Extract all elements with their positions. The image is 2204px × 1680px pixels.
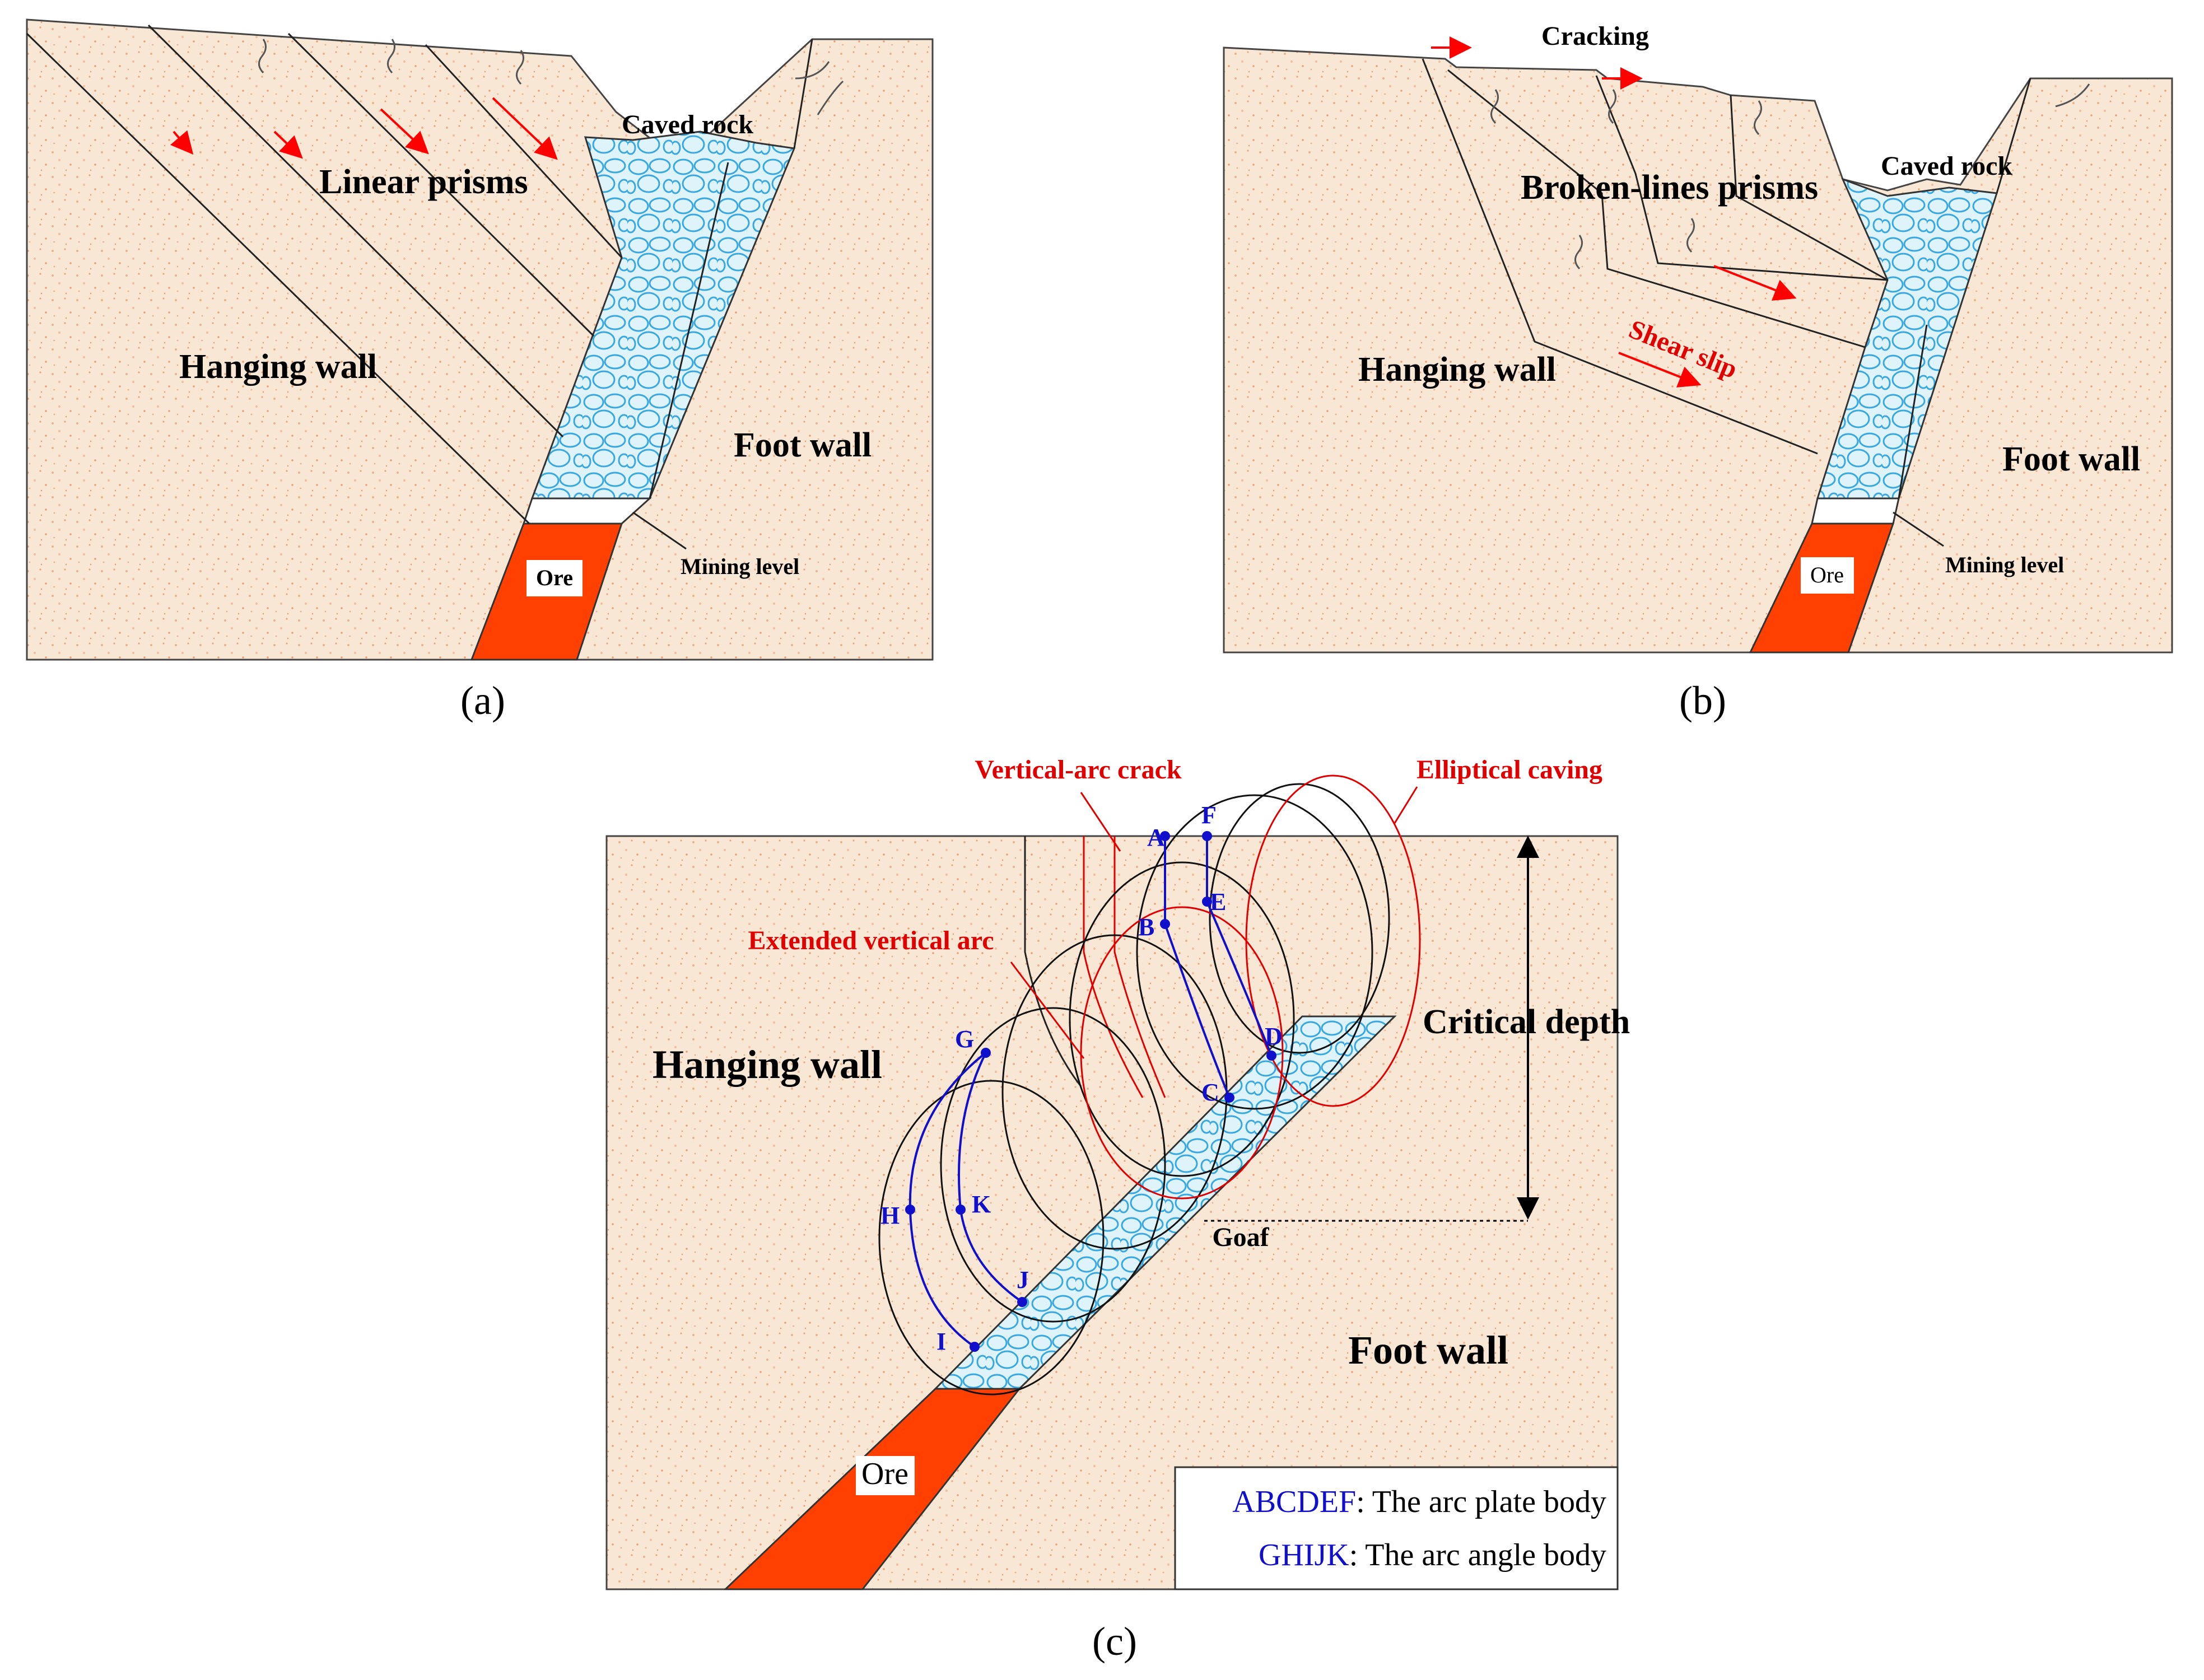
label-vertical-arc-crack: Vertical-arc crack [975, 755, 1181, 785]
legend-key-arc-angle: GHIJK [1259, 1538, 1349, 1572]
caption-a: (a) [460, 678, 505, 723]
label-caved-rock-b: Caved rock [1881, 151, 2012, 181]
panel-a: Caved rock Linear prisms Hanging wall Fo… [26, 18, 934, 723]
point-label-e: E [1210, 888, 1226, 916]
legend-row-2: GHIJK: The arc angle body [1259, 1538, 1606, 1572]
label-hanging-wall-a: Hanging wall [179, 348, 377, 386]
point-label-i: I [936, 1328, 946, 1355]
point-label-j: J [1017, 1266, 1029, 1294]
label-hanging-wall-c: Hanging wall [653, 1042, 882, 1087]
goaf-zone [933, 1015, 1397, 1390]
caption-b: (b) [1679, 678, 1726, 723]
label-extended-vertical-arc: Extended vertical arc [748, 926, 994, 955]
label-hanging-wall-b: Hanging wall [1358, 351, 1556, 389]
legend-text-arc-angle: : The arc angle body [1349, 1538, 1606, 1572]
point-label-c: C [1201, 1079, 1219, 1106]
label-foot-wall-c: Foot wall [1348, 1328, 1508, 1373]
point-label-a: A [1147, 824, 1165, 851]
point-label-k: K [972, 1191, 991, 1218]
label-cracking: Cracking [1541, 21, 1649, 51]
label-caved-rock-a: Caved rock [622, 110, 753, 139]
label-mining-level-b: Mining level [1945, 552, 2064, 577]
label-ore-b: Ore [1810, 562, 1844, 587]
point-label-d: D [1265, 1023, 1283, 1050]
label-mining-level-a: Mining level [681, 554, 799, 579]
mining-level-band-b [1811, 497, 1900, 525]
legend-key-arc-plate: ABCDEF [1232, 1485, 1356, 1519]
label-broken-lines-prisms: Broken-lines prisms [1521, 169, 1818, 207]
legend-text-arc-plate: : The arc plate body [1356, 1485, 1606, 1519]
label-linear-prisms: Linear prisms [319, 163, 528, 201]
panel-c: A B C D E F G H I J K Vertical-arc crack… [605, 755, 1630, 1664]
label-ore-c: Ore [861, 1457, 908, 1491]
point-label-f: F [1201, 801, 1217, 829]
label-elliptical-caving: Elliptical caving [1416, 755, 1602, 785]
point-label-h: H [880, 1202, 900, 1229]
label-critical-depth: Critical depth [1423, 1003, 1630, 1041]
panel-b: Cracking Caved rock Broken-lines prisms … [1223, 21, 2173, 723]
label-foot-wall-a: Foot wall [734, 426, 872, 464]
point-label-g: G [955, 1025, 974, 1053]
legend-row-1: ABCDEF: The arc plate body [1232, 1485, 1606, 1519]
label-ore-a: Ore [536, 565, 573, 590]
point-label-b: B [1138, 913, 1154, 941]
mining-level-band-a [522, 497, 652, 525]
legend-box: ABCDEF: The arc plate body GHIJK: The ar… [1174, 1466, 1619, 1590]
caption-c: (c) [1092, 1619, 1137, 1664]
label-foot-wall-b: Foot wall [2002, 440, 2140, 478]
label-goaf: Goaf [1212, 1222, 1269, 1252]
point-markers [905, 831, 1276, 1352]
